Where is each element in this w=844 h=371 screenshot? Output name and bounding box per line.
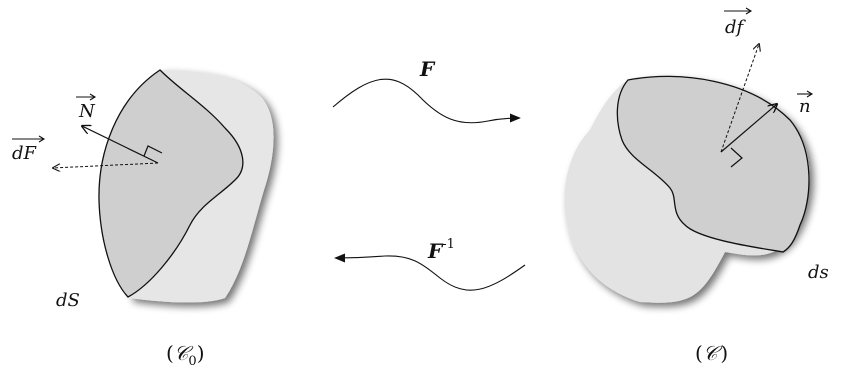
inverse-map-label: F-1 [427, 237, 455, 263]
reference-normal-label: N [78, 101, 96, 122]
current-force-label: df [725, 17, 747, 38]
reference-body-face [98, 69, 244, 298]
reference-normal-arrow [82, 126, 159, 164]
current-right-angle-marker [730, 147, 743, 168]
current-normal-label: n [799, 96, 811, 117]
reference-body [53, 69, 274, 303]
reference-configuration-label: (𝒞0) [166, 341, 205, 369]
current-normal-label-group: n [797, 90, 814, 117]
current-force-label-group: df [724, 7, 753, 38]
current-normal-arrow [720, 104, 777, 153]
current-body-face [616, 75, 810, 253]
forward-map-arrow [332, 78, 521, 124]
reference-area-label: dS [56, 290, 80, 311]
current-body [564, 44, 810, 303]
forward-map-label: F [419, 57, 436, 81]
inverse-map-arrow [334, 253, 526, 291]
reference-force-label-group: dF [12, 135, 46, 164]
reference-force-arrow [53, 162, 159, 168]
reference-force-label: dF [12, 143, 38, 164]
reference-right-angle-marker [143, 145, 163, 157]
current-configuration-label: (𝒞) [695, 341, 728, 365]
reference-normal-label-group: N [76, 93, 97, 122]
current-area-label: ds [808, 262, 829, 283]
current-force-arrow [720, 44, 759, 153]
